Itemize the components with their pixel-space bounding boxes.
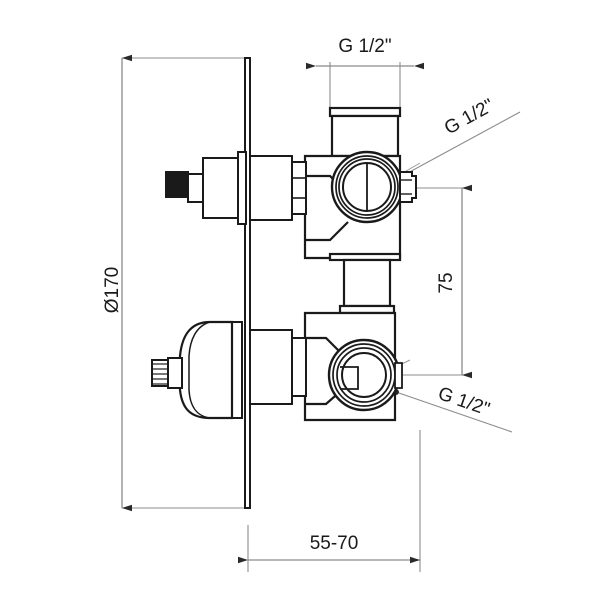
lower-handle-dome xyxy=(178,320,234,420)
escutcheon-plate xyxy=(244,57,251,509)
dim-label-centre-distance: 75 xyxy=(436,272,457,293)
dim-label-plate-diameter: Ø170 xyxy=(102,267,123,313)
lower-outlet-nipple xyxy=(394,362,403,389)
lower-outlet-ring-outer xyxy=(327,338,401,412)
lower-handle-step xyxy=(167,357,183,389)
upper-body-chamfer-bottom xyxy=(305,221,349,242)
upper-outlet-ring-mid xyxy=(335,155,399,219)
upper-handle-step xyxy=(187,173,204,203)
top-inlet-collar xyxy=(328,106,402,118)
dimension-centre-distance: 75 xyxy=(436,184,472,379)
upper-outlet-nipple xyxy=(399,171,417,203)
callout-upper-outlet-thread: G 1/2" xyxy=(401,95,521,178)
upper-cartridge-collar xyxy=(249,155,293,221)
dim-label-top-thread: G 1/2" xyxy=(338,36,391,57)
lower-handle-washer xyxy=(231,321,243,419)
leader-line-lower-thread xyxy=(393,389,513,433)
leader-line-upper-thread xyxy=(401,111,521,178)
callout-lower-outlet-thread: G 1/2" xyxy=(393,383,513,433)
lower-outlet-bore xyxy=(341,352,387,398)
upper-handle-barrel xyxy=(202,157,239,219)
lower-handle-dome-inner xyxy=(188,321,211,419)
upper-outlet-ring-inner xyxy=(338,158,396,216)
dimension-lines-group xyxy=(122,57,470,572)
lower-outlet-ring-inner xyxy=(336,347,392,403)
dimension-install-depth: 55-70 xyxy=(238,533,420,564)
lower-cartridge-collar xyxy=(249,329,293,405)
valve-body-geometry xyxy=(151,57,417,509)
lower-outlet-internal-detail xyxy=(340,366,359,390)
top-inlet-pipe xyxy=(330,114,400,158)
connecting-neck xyxy=(342,258,392,308)
lower-cartridge-flange xyxy=(291,337,307,397)
lower-handle-spline-teeth xyxy=(152,363,168,385)
upper-cartridge-flange xyxy=(291,161,307,215)
upper-handle-washer xyxy=(237,151,247,225)
upper-handle-spline-tip xyxy=(165,171,189,198)
dimension-top-thread: G 1/2" xyxy=(306,36,424,70)
dim-label-install-depth: 55-70 xyxy=(310,533,359,554)
dimension-plate-diameter: Ø170 xyxy=(102,54,132,512)
dim-label-upper-outlet-thread: G 1/2" xyxy=(441,95,498,139)
